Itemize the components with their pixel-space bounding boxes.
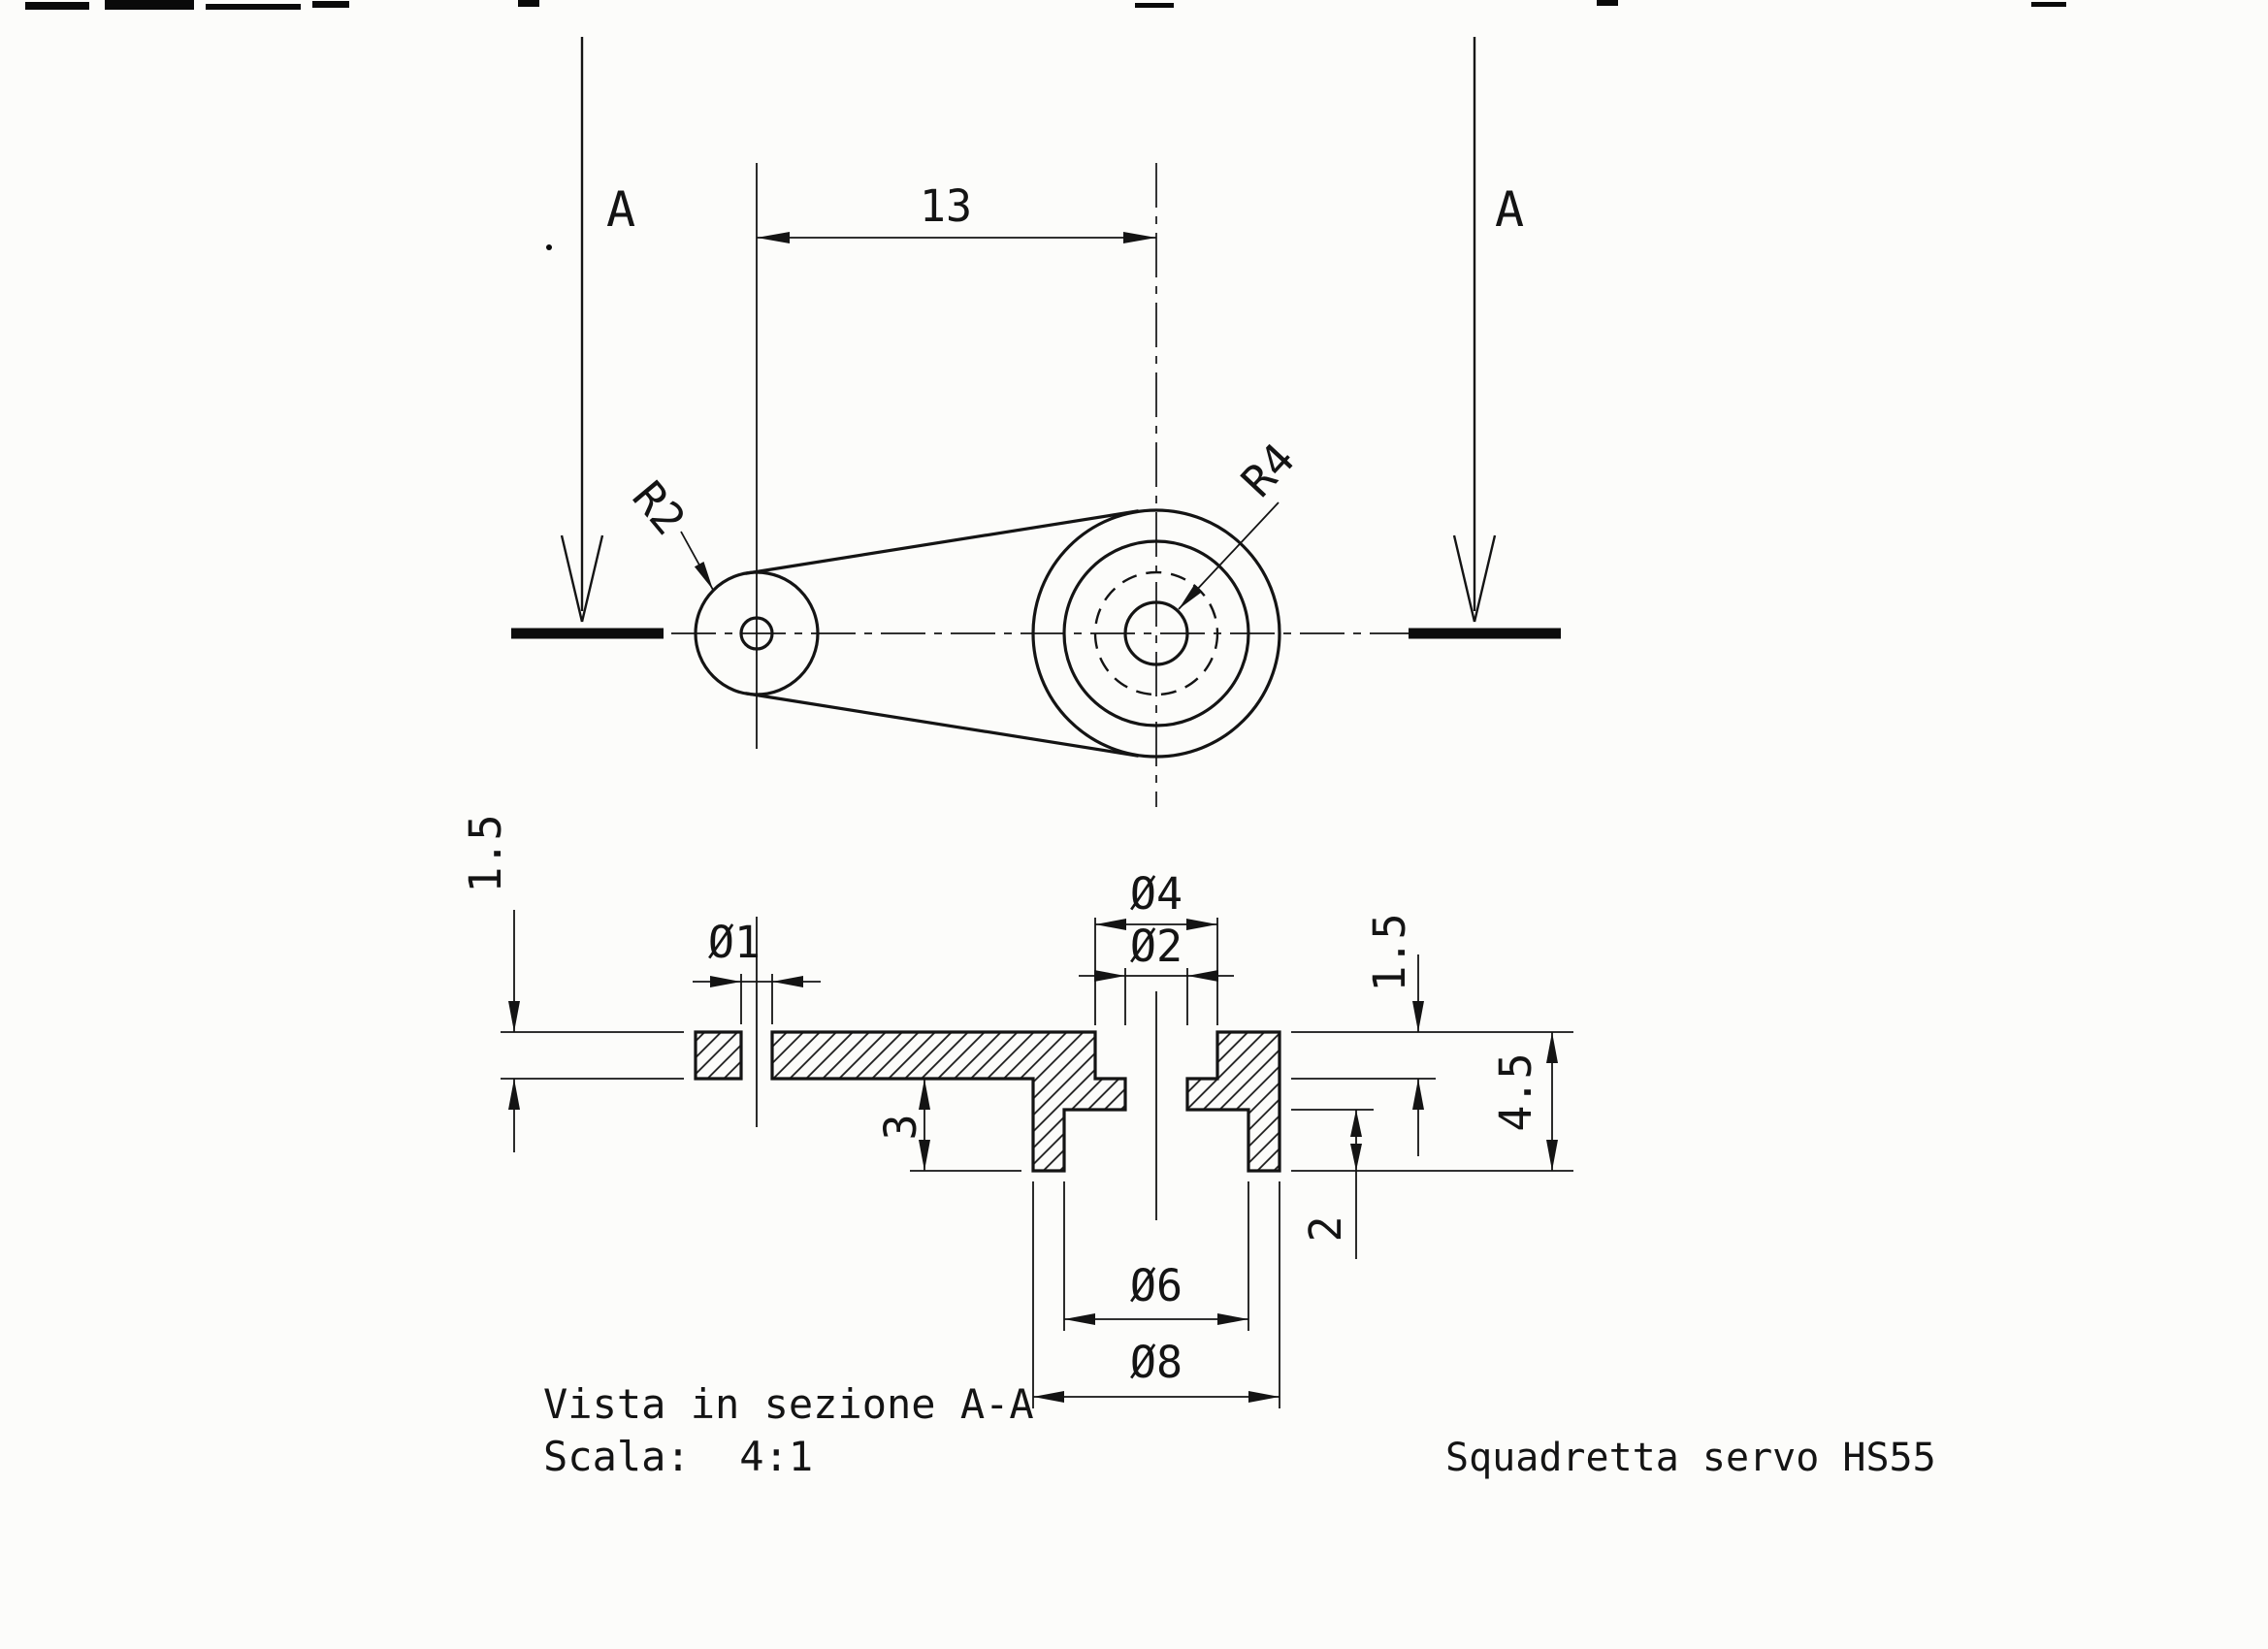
- scale-caption: Scala: 4:1: [543, 1433, 813, 1480]
- top-view: A A: [511, 37, 1561, 807]
- dim-total-height-label: 4.5: [1490, 1052, 1541, 1131]
- section-outline: [694, 1030, 1281, 1173]
- arrowhead: [508, 1079, 520, 1110]
- dim-boss-dia-label: Ø8: [1130, 1337, 1183, 1388]
- dim-counterbore-dia-label: Ø6: [1130, 1260, 1183, 1311]
- arrowhead: [1033, 1391, 1064, 1403]
- scan-artifact: [105, 0, 194, 10]
- scan-speck: [546, 244, 552, 250]
- arrowhead: [919, 1079, 930, 1110]
- arrowhead: [1064, 1313, 1095, 1325]
- hub-outer-circle: [1031, 508, 1281, 759]
- dim-arm-length: 13: [757, 180, 1156, 243]
- scan-artifacts: [25, 0, 2066, 250]
- section-hatching: [696, 1032, 1280, 1171]
- arrowhead: [1350, 1110, 1362, 1137]
- arrowhead: [1094, 970, 1125, 982]
- view-caption: Vista in sezione A-A: [543, 1380, 1034, 1428]
- section-label-right: A: [1495, 181, 1524, 238]
- dim-boss-depth: 3: [875, 1079, 1021, 1172]
- dim-boss-depth-label: 3: [875, 1114, 926, 1140]
- arrowhead: [1187, 970, 1218, 982]
- arrowhead: [1186, 919, 1217, 930]
- arrowhead: [1350, 1144, 1362, 1171]
- hub-hidden-circle: [1093, 570, 1219, 696]
- arm-lower-edge: [745, 692, 1139, 758]
- dim-thickness-right-label: 1.5: [1364, 913, 1415, 991]
- arrowhead: [919, 1140, 930, 1171]
- radius-small-label: R2: [623, 471, 696, 545]
- dim-hole-through-label: Ø2: [1130, 921, 1183, 972]
- leader-r4: R4: [1178, 434, 1305, 610]
- arrowhead: [1095, 919, 1126, 930]
- cutting-plane-right: A: [1409, 37, 1561, 639]
- dim-counterbore-dia: Ø6: [1063, 1181, 1249, 1331]
- leader-r2: R2: [623, 471, 714, 591]
- dim-thickness-left: 1.5: [460, 814, 684, 1152]
- servo-arm-outline: [694, 508, 1281, 759]
- captions: Vista in sezione A-A Scala: 4:1 Squadret…: [543, 1380, 1936, 1480]
- arm-upper-edge: [745, 509, 1139, 575]
- scan-artifact: [2031, 2, 2066, 7]
- arrowhead: [1546, 1140, 1558, 1171]
- drawing-title: Squadretta servo HS55: [1445, 1436, 1936, 1480]
- radius-large-label: R4: [1231, 434, 1305, 507]
- arrowhead: [1248, 1391, 1280, 1403]
- dim-thickness-left-label: 1.5: [460, 814, 511, 892]
- dim-hole-top: Ø4: [1094, 868, 1218, 1025]
- view-direction-arrow-left: [560, 534, 584, 623]
- hub-center-hole-circle: [1123, 600, 1189, 666]
- dim-hole-small-label: Ø1: [708, 917, 761, 968]
- arrowhead: [1179, 584, 1203, 609]
- dim-counterbore-depth-label: 2: [1300, 1215, 1351, 1242]
- view-direction-arrow-left: [580, 534, 604, 623]
- section-view: 1.5 Ø1 Ø4: [460, 814, 1573, 1408]
- dim-arm-length-label: 13: [920, 180, 972, 232]
- view-direction-arrow-right: [1452, 534, 1476, 623]
- scan-artifact: [25, 2, 89, 10]
- arrowhead: [1412, 1001, 1424, 1032]
- arrowhead: [508, 1001, 520, 1032]
- hub-counterbore-circle: [1062, 539, 1250, 728]
- section-label-left: A: [606, 181, 635, 238]
- small-end-hole-circle: [739, 616, 774, 651]
- arrowhead: [1123, 232, 1156, 243]
- scan-artifact: [1135, 3, 1174, 8]
- dim-boss-dia: Ø8: [1032, 1181, 1280, 1408]
- arrowhead: [710, 976, 741, 987]
- scan-artifact: [312, 1, 349, 8]
- scan-artifact: [1597, 0, 1618, 6]
- dim-counterbore-depth: 2: [1291, 1109, 1374, 1259]
- scan-artifact: [206, 4, 301, 10]
- dim-hole-through: Ø2: [1079, 921, 1234, 1025]
- arrowhead: [1412, 1079, 1424, 1110]
- arrowhead: [757, 232, 790, 243]
- arrowhead: [1217, 1313, 1248, 1325]
- dim-hole-small: Ø1: [693, 917, 821, 1024]
- centerlines: [671, 163, 1409, 807]
- view-direction-arrow-right: [1473, 534, 1497, 623]
- arrowhead: [694, 562, 713, 590]
- dim-hole-top-label: Ø4: [1130, 868, 1183, 920]
- arrowhead: [1546, 1032, 1558, 1063]
- cutting-plane-left: A: [511, 37, 664, 639]
- dim-thickness-right: 1.5: [1291, 913, 1436, 1156]
- dim-total-height: 4.5: [1291, 1031, 1573, 1172]
- arrowhead: [772, 976, 803, 987]
- scan-artifact: [518, 0, 539, 7]
